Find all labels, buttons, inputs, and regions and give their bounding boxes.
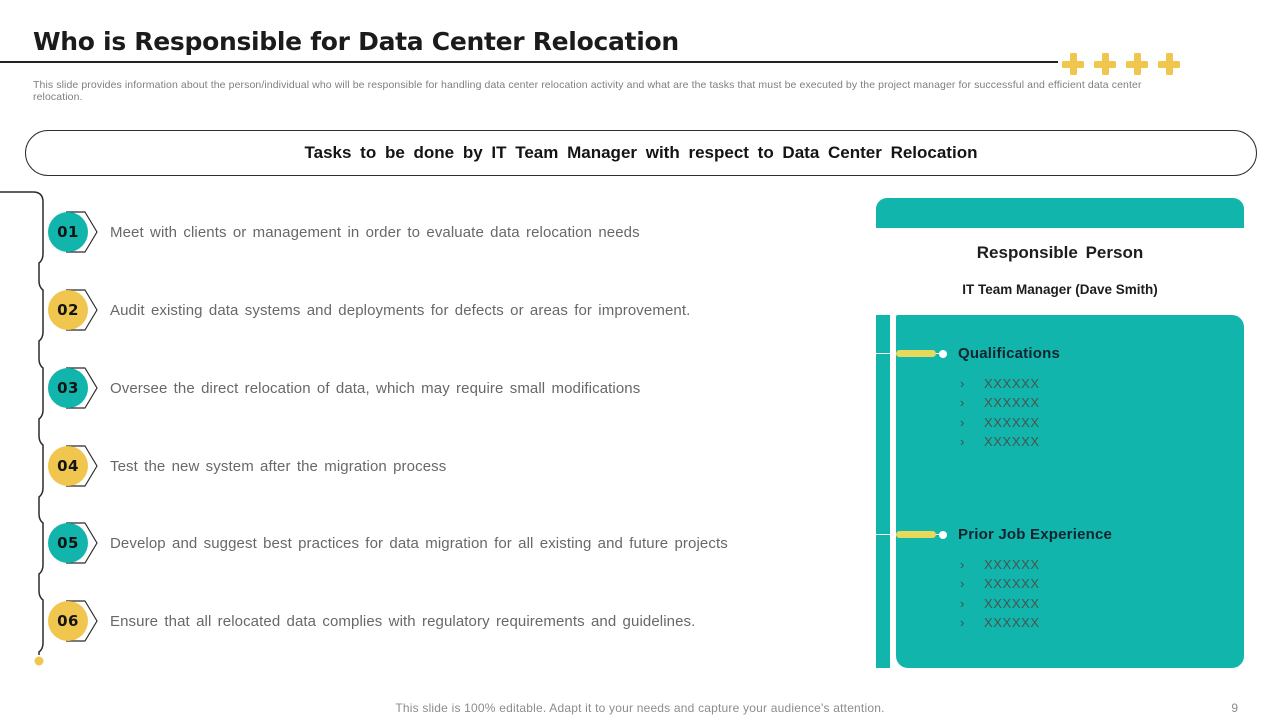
item-placeholder-text: XXXXXX — [984, 595, 1040, 611]
task-number: 05 — [57, 534, 79, 552]
task-row: 03 Oversee the direct relocation of data,… — [0, 368, 640, 408]
marker-dot — [939, 530, 947, 539]
banner-pill: Tasks to be done by IT Team Manager with… — [25, 130, 1257, 176]
item-placeholder-text: XXXXXX — [984, 434, 1040, 450]
slide-title: Who is Responsible for Data Center Reloc… — [33, 27, 679, 56]
task-number: 06 — [57, 612, 79, 630]
plus-decoration-row — [1062, 53, 1180, 75]
task-text: Develop and suggest best practices for d… — [110, 534, 728, 552]
chevron-bullet-icon: › — [960, 376, 965, 391]
page-number: 9 — [1231, 701, 1238, 715]
section-item: › XXXXXX — [960, 393, 1244, 412]
chevron-bullet-icon: › — [960, 395, 965, 411]
task-text: Audit existing data systems and deployme… — [110, 301, 691, 319]
item-placeholder-text: XXXXXX — [984, 414, 1040, 430]
panel-section: Prior Job Experience › XXXXXX › XXXXXX › XXXXX… — [876, 526, 1244, 633]
serpentine-line — [0, 191, 44, 655]
title-underline — [0, 61, 1058, 63]
section-item: › XXXXXX — [960, 574, 1244, 593]
task-text: Meet with clients or management in order… — [110, 223, 640, 241]
section-item: › XXXXXX — [960, 594, 1244, 613]
section-item: › XXXXXX — [960, 374, 1244, 393]
chevron-bullet-icon: › — [960, 557, 965, 572]
task-text: Ensure that all relocated data complies … — [110, 612, 696, 630]
panel-body: Qualifications › XXXXXX › XXXXXX › XXXXXX › XXXX… — [876, 315, 1244, 668]
task-row: 06 Ensure that all relocated data complie… — [0, 601, 695, 641]
plus-icon — [1158, 53, 1180, 75]
item-placeholder-text: XXXXXX — [984, 576, 1040, 592]
chevron-bullet-icon: › — [960, 434, 965, 450]
section-item-list: › XXXXXX › XXXXXX › XXXXXX › XXXXXX — [960, 555, 1244, 633]
task-number-circle: 05 — [48, 523, 88, 563]
footer-note: This slide is 100% editable. Adapt it to… — [395, 701, 885, 715]
marker-dot — [939, 349, 947, 358]
panel-title: Responsible Person — [976, 243, 1144, 262]
marker-pill — [896, 531, 936, 538]
section-item: › XXXXXX — [960, 613, 1244, 632]
chevron-bullet-icon: › — [960, 595, 965, 611]
section-heading: Qualifications — [958, 345, 1060, 362]
task-row: 02 Audit existing data systems and deploy… — [0, 290, 690, 330]
panel-side-strip — [876, 315, 890, 668]
item-placeholder-text: XXXXXX — [984, 376, 1040, 391]
task-row: 05 Develop and suggest best practices for… — [0, 523, 728, 563]
section-heading: Prior Job Experience — [958, 526, 1113, 543]
task-text: Oversee the direct relocation of data, w… — [110, 379, 641, 397]
task-text: Test the new system after the migration … — [110, 457, 447, 475]
banner-text: Tasks to be done by IT Team Manager with… — [304, 143, 978, 162]
panel-subtitle: IT Team Manager (Dave Smith) — [962, 282, 1158, 297]
panel-section: Qualifications › XXXXXX › XXXXXX › XXXXXX › XXXX… — [876, 345, 1244, 452]
chevron-bullet-icon: › — [960, 414, 965, 430]
chevron-bullet-icon: › — [960, 615, 965, 631]
item-placeholder-text: XXXXXX — [984, 395, 1040, 411]
rail-end-dot — [34, 656, 44, 666]
section-item: › XXXXXX — [960, 555, 1244, 574]
plus-icon — [1094, 53, 1116, 75]
task-number-circle: 06 — [48, 601, 88, 641]
section-item: › XXXXXX — [960, 432, 1244, 451]
task-row: 04 Test the new system after the migratio… — [0, 446, 446, 486]
item-placeholder-text: XXXXXX — [984, 615, 1040, 631]
panel-header-bar — [876, 198, 1244, 228]
task-number-circle: 02 — [48, 290, 88, 330]
task-number-circle: 01 — [48, 212, 88, 252]
task-number-circle: 03 — [48, 368, 88, 408]
task-row: 01 Meet with clients or management in ord… — [0, 212, 640, 252]
task-number: 03 — [57, 379, 79, 397]
slide-description: This slide provides information about th… — [33, 79, 1142, 103]
plus-icon — [1126, 53, 1148, 75]
task-number-circle: 04 — [48, 446, 88, 486]
section-item-list: › XXXXXX › XXXXXX › XXXXXX › XXXXXX — [960, 374, 1244, 452]
plus-icon — [1062, 53, 1084, 75]
task-number: 04 — [57, 457, 79, 475]
task-number: 02 — [57, 301, 79, 319]
section-item: › XXXXXX — [960, 413, 1244, 432]
chevron-bullet-icon: › — [960, 576, 965, 592]
item-placeholder-text: XXXXXX — [984, 557, 1040, 572]
marker-pill — [896, 350, 936, 357]
task-number: 01 — [57, 223, 79, 241]
